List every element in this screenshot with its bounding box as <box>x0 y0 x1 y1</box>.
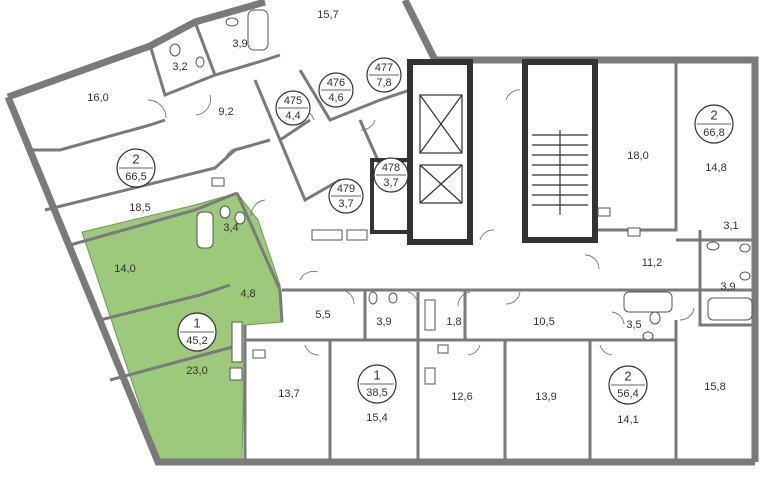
storage-badge-478[interactable]: 478 3,7 <box>373 157 409 193</box>
unit-area: 38,5 <box>366 387 387 399</box>
unit-number: 1 <box>193 315 200 330</box>
unit-number: 2 <box>710 107 717 122</box>
room-area: 16,0 <box>87 92 108 104</box>
unit-area: 66,5 <box>125 171 146 183</box>
room-area: 14,0 <box>114 263 135 275</box>
unit-area: 66,8 <box>703 127 724 139</box>
storage-badge-475[interactable]: 475 4,4 <box>275 90 311 126</box>
room-area: 3,9 <box>232 38 247 50</box>
storage-number: 476 <box>327 77 345 89</box>
room-area: 15,4 <box>366 412 387 424</box>
room-area: 23,0 <box>186 365 207 377</box>
room-area: 3,5 <box>626 319 641 331</box>
room-area: 4,8 <box>240 288 255 300</box>
room-area: 18,0 <box>627 150 648 162</box>
storage-area: 4,6 <box>328 92 343 104</box>
storage-area: 7,8 <box>376 77 391 89</box>
room-area: 3,1 <box>723 220 738 232</box>
room-area: 15,7 <box>317 9 338 21</box>
storage-area: 3,7 <box>383 177 398 189</box>
unit-number: 2 <box>132 151 139 166</box>
unit-badge-2-66-5[interactable]: 2 66,5 <box>116 148 156 188</box>
room-area: 13,9 <box>535 391 556 403</box>
storage-badge-477[interactable]: 477 7,8 <box>366 57 402 93</box>
room-area: 15,8 <box>704 381 725 393</box>
room-area: 1,8 <box>446 316 461 328</box>
bathroom-fixtures <box>169 9 753 385</box>
room-labels: 15,7 3,9 3,2 16,0 9,2 18,5 3,4 14,0 4,8 … <box>87 9 738 426</box>
room-area: 3,9 <box>376 316 391 328</box>
interior-walls <box>30 21 755 460</box>
room-area: 3,2 <box>172 61 187 73</box>
unit-number: 2 <box>624 368 631 383</box>
room-area: 10,5 <box>533 316 554 328</box>
storage-number: 477 <box>375 62 393 74</box>
storage-number: 479 <box>337 183 355 195</box>
room-area: 5,5 <box>315 309 330 321</box>
unit-area: 56,4 <box>617 388 638 400</box>
room-area: 12,6 <box>451 391 472 403</box>
room-area: 13,7 <box>278 388 299 400</box>
room-area: 11,2 <box>642 257 663 269</box>
unit-number: 1 <box>373 367 380 382</box>
unit-badge-2-66-8[interactable]: 2 66,8 <box>694 104 734 144</box>
storage-number: 478 <box>382 162 400 174</box>
building-core <box>370 59 598 245</box>
storage-badge-476[interactable]: 476 4,6 <box>318 72 354 108</box>
unit-area: 45,2 <box>186 335 207 347</box>
room-area: 14,8 <box>705 162 726 174</box>
door-swings <box>147 89 695 356</box>
room-area: 3,9 <box>720 281 735 293</box>
exterior-wall-west <box>6 0 266 101</box>
storage-number: 475 <box>284 95 302 107</box>
storage-badge-479[interactable]: 479 3,7 <box>328 178 364 214</box>
room-area: 3,4 <box>223 222 238 234</box>
room-area: 18,5 <box>129 202 150 214</box>
unit-badge-1-45[interactable]: 1 45,2 <box>177 312 217 352</box>
room-area: 14,1 <box>617 414 638 426</box>
unit-badge-2-56-4[interactable]: 2 56,4 <box>608 365 648 405</box>
room-area: 9,2 <box>218 106 233 118</box>
storage-area: 4,4 <box>285 110 300 122</box>
unit-badge-1-38-5[interactable]: 1 38,5 <box>357 364 397 404</box>
storage-area: 3,7 <box>338 198 353 210</box>
exterior-wall-northwest <box>4 95 755 466</box>
